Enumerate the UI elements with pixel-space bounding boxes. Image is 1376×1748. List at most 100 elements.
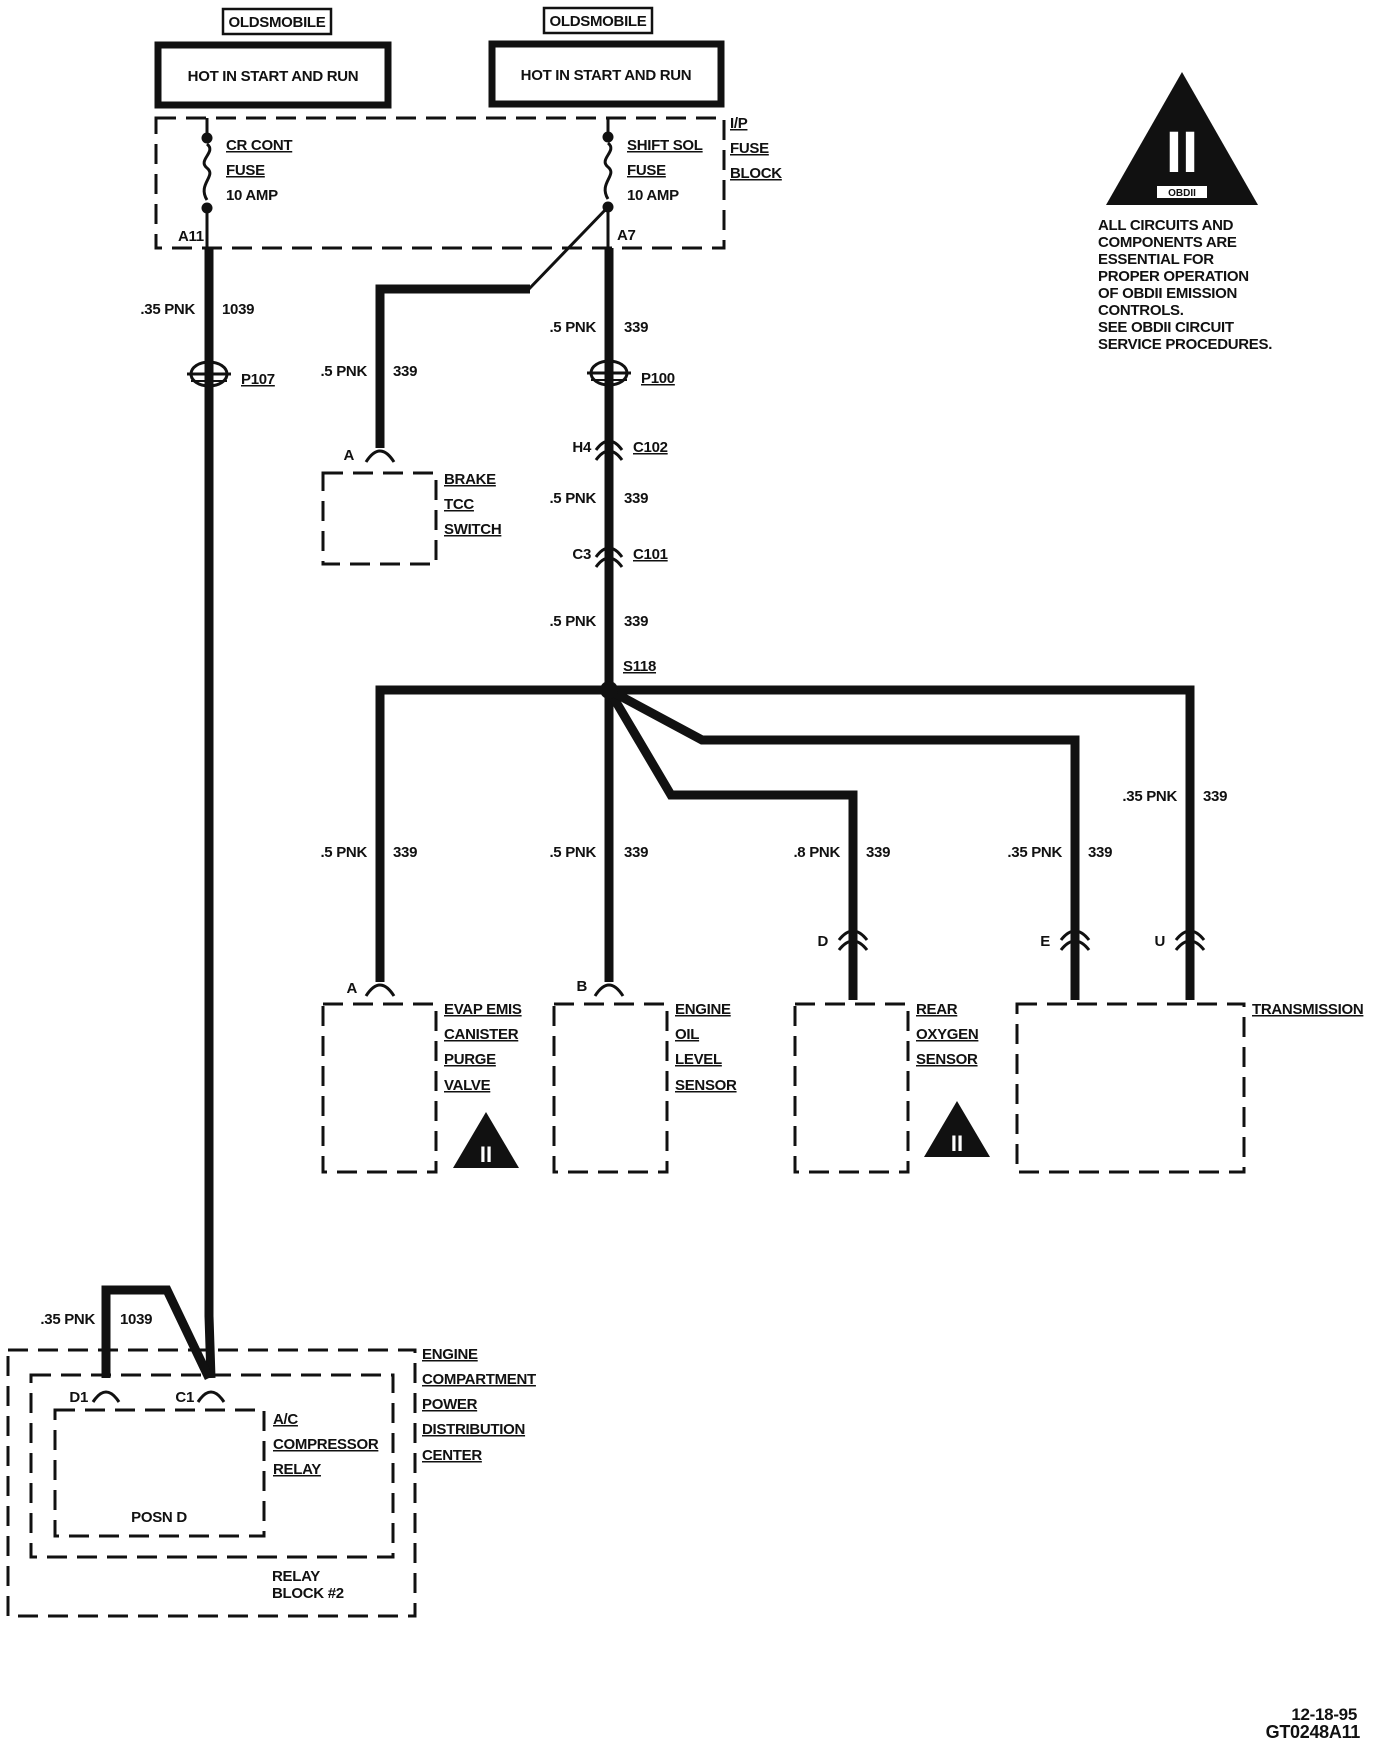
o2-obd-mark: II — [951, 1131, 963, 1156]
obd-line-8: SERVICE PROCEDURES. — [1098, 336, 1272, 353]
footer: 12-18-95 GT0248A11 — [1266, 1705, 1361, 1742]
w339-evap-num: 339 — [393, 844, 417, 861]
right-brand-label: OLDSMOBILE — [550, 13, 647, 30]
brake-line-3: SWITCH — [444, 521, 501, 538]
evap-obd-icon — [453, 1112, 519, 1168]
evap-line-3: PURGE — [444, 1051, 496, 1068]
w339-o2-num: 339 — [866, 844, 890, 861]
shift-sol-fuse-word: FUSE — [627, 162, 666, 179]
connector-c101: C3 C101 — [572, 546, 668, 568]
obd-note: II OBDII ALL CIRCUITS AND COMPONENTS ARE… — [1098, 72, 1272, 353]
cr-cont-fuse-word: FUSE — [226, 162, 265, 179]
right-hot-label: HOT IN START AND RUN — [521, 67, 692, 84]
inline-connector-u: U — [1154, 928, 1206, 1000]
w339-e-num: 339 — [1088, 844, 1112, 861]
evap-pin-label: A — [346, 980, 357, 997]
w1039-a-color: .35 PNK — [140, 301, 195, 318]
wire-339-brake-tap — [526, 205, 610, 292]
obd-line-6: CONTROLS. — [1098, 302, 1184, 319]
c101-pin: C3 — [572, 546, 591, 563]
relay-block-line-1: RELAY — [272, 1568, 320, 1585]
wire-339-trans-u — [609, 685, 1195, 928]
inline-connector-e: E — [1040, 928, 1091, 1000]
transmission: TRANSMISSION — [1015, 1001, 1364, 1174]
shift-sol-fuse: SHIFT SOL FUSE 10 AMP A7 — [602, 118, 703, 248]
oil-pin-label: B — [576, 978, 587, 995]
evap-obd-mark: II — [480, 1142, 492, 1167]
oil-line-2: OIL — [675, 1026, 699, 1043]
obd-caption: OBDII — [1168, 188, 1196, 199]
obd-symbol: II — [1166, 120, 1198, 185]
engine-oil-level-sensor: ENGINE OIL LEVEL SENSOR — [552, 1001, 737, 1174]
pin-oil-b — [593, 983, 625, 997]
s118-label: S118 — [623, 658, 656, 675]
pin-relay-d1 — [91, 1390, 121, 1403]
connector-c102: H4 C102 — [572, 439, 668, 461]
evap-line-2: CANISTER — [444, 1026, 519, 1043]
evap-canister-purge-valve: EVAP EMIS CANISTER PURGE VALVE II — [321, 1001, 522, 1174]
pin-relay-c1 — [196, 1390, 226, 1403]
footer-date: 12-18-95 — [1291, 1705, 1357, 1724]
obd-line-7: SEE OBDII CIRCUIT — [1098, 319, 1234, 336]
grommet-p100: P100 — [587, 359, 675, 387]
pdc-line-1: ENGINE — [422, 1346, 478, 1363]
c102-label: C102 — [633, 439, 668, 456]
relay-block-line-2: BLOCK #2 — [272, 1585, 344, 1602]
evap-line-1: EVAP EMIS — [444, 1001, 522, 1018]
ip-fuse-block: I/P FUSE BLOCK CR CONT FUSE 10 AMP A11 S… — [154, 115, 783, 250]
inline-connector-d: D — [817, 928, 869, 1000]
splice-s118: S118 — [600, 658, 656, 699]
pin-brake-a — [364, 449, 396, 463]
brake-line-2: TCC — [444, 496, 474, 513]
w339-brake-color: .5 PNK — [320, 363, 367, 380]
components: BRAKE TCC SWITCH EVAP EMIS CANISTER PURG… — [6, 471, 1364, 1618]
trans-e-pin-label: E — [1040, 933, 1050, 950]
obd-warning-triangle — [1106, 72, 1258, 205]
o2-line-2: OXYGEN — [916, 1026, 978, 1043]
obd-line-2: COMPONENTS ARE — [1098, 234, 1237, 251]
w339-low-num: 339 — [624, 613, 648, 630]
wire-339-evap — [375, 685, 609, 982]
wire-labels: .35 PNK 1039 .5 PNK 339 .5 PNK 339 .5 PN… — [40, 301, 1227, 1328]
wire-339-o2 — [605, 687, 858, 928]
oil-line-4: SENSOR — [675, 1077, 737, 1094]
left-power-source: OLDSMOBILE HOT IN START AND RUN — [154, 7, 392, 109]
w339-low-color: .5 PNK — [549, 613, 596, 630]
brake-pin-label: A — [343, 447, 354, 464]
pin-evap-a — [364, 983, 396, 997]
w339-brake-num: 339 — [393, 363, 417, 380]
left-hot-label: HOT IN START AND RUN — [188, 68, 359, 85]
p100-label: P100 — [641, 370, 675, 387]
connectors: P107 P100 H4 C102 C3 C101 S118 — [69, 359, 1206, 1406]
obd-line-1: ALL CIRCUITS AND — [1098, 217, 1234, 234]
cr-cont-fuse-name: CR CONT — [226, 137, 292, 154]
p107-label: P107 — [241, 371, 275, 388]
o2-line-3: SENSOR — [916, 1051, 978, 1068]
o2-pin-label: D — [817, 933, 828, 950]
trans-u-pin-label: U — [1154, 933, 1165, 950]
brake-tcc-switch: BRAKE TCC SWITCH — [321, 471, 502, 566]
c102-pin: H4 — [572, 439, 592, 456]
cr-cont-fuse-rating: 10 AMP — [226, 187, 278, 204]
right-power-source: OLDSMOBILE HOT IN START AND RUN — [488, 6, 725, 108]
wire-1039-loop — [101, 1285, 214, 1380]
w1039-a-num: 1039 — [222, 301, 254, 318]
wire-1039-main — [204, 248, 216, 1379]
w339-u-color: .35 PNK — [1122, 788, 1177, 805]
pdc-line-2: COMPARTMENT — [422, 1371, 536, 1388]
w339-top-num: 339 — [624, 319, 648, 336]
shift-sol-fuse-pin: A7 — [617, 227, 636, 244]
w1039-b-color: .35 PNK — [40, 1311, 95, 1328]
relay-line-3: RELAY — [273, 1461, 321, 1478]
w339-top-color: .5 PNK — [549, 319, 596, 336]
rear-oxygen-sensor: REAR OXYGEN SENSOR II — [793, 1001, 990, 1174]
w339-e-color: .35 PNK — [1007, 844, 1062, 861]
c101-label: C101 — [633, 546, 668, 563]
relay-line-1: A/C — [273, 1411, 298, 1428]
w339-o2-color: .8 PNK — [793, 844, 840, 861]
fuse-block-name-1: I/P — [730, 115, 748, 132]
fuse-block-name-3: BLOCK — [730, 165, 782, 182]
w339-oil-num: 339 — [624, 844, 648, 861]
cr-cont-fuse-pin: A11 — [178, 228, 204, 245]
